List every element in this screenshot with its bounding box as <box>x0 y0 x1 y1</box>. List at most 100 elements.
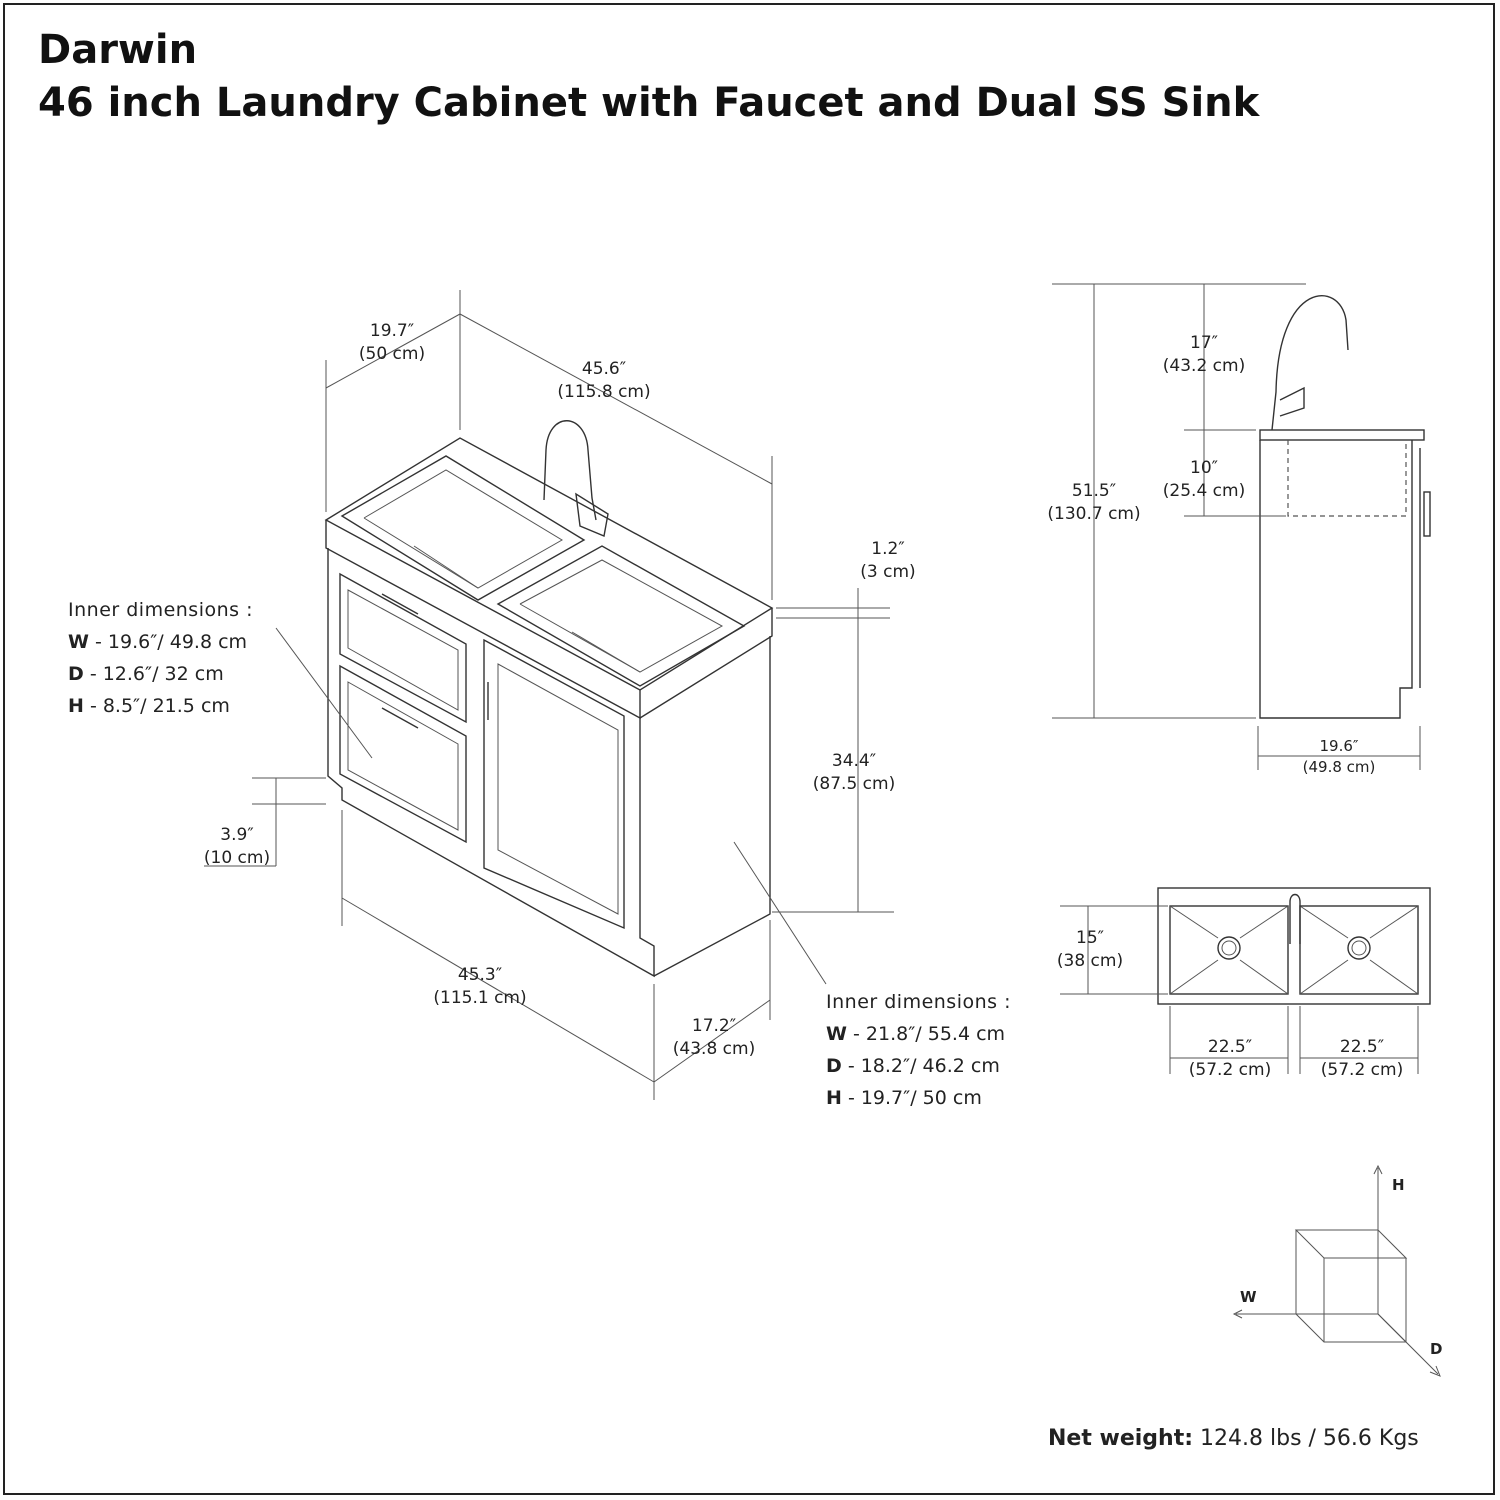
axis-w-label: W <box>1240 1288 1257 1306</box>
iso-dimension-lines <box>204 290 894 1100</box>
dim-depth-top-cm: (50 cm) <box>359 344 425 364</box>
dim-cabinet-height-cm: (87.5 cm) <box>813 774 895 794</box>
dim-basin-right-in: 22.5″ <box>1340 1037 1384 1057</box>
dim-toe-kick-cm: (10 cm) <box>204 848 270 868</box>
axis-h-label: H <box>1392 1176 1405 1194</box>
countertop-side <box>639 608 773 719</box>
drawer-bottom-panel <box>347 681 459 831</box>
left-basin-rim <box>340 455 586 601</box>
dim-sink-depth-cm: (25.4 cm) <box>1163 481 1245 501</box>
dim-countertop-in: 1.2″ <box>871 539 904 559</box>
cabinet-inner-h-val: - 19.7″/ 50 cm <box>841 1087 982 1109</box>
top-faucet <box>1289 893 1301 944</box>
dim-basin-left-cm: (57.2 cm) <box>1189 1060 1271 1080</box>
net-weight: Net weight: 124.8 lbs / 56.6 Kgs <box>1048 1426 1419 1451</box>
dim-toe-kick-in: 3.9″ <box>220 825 253 845</box>
dim-cabinet-height-in: 34.4″ <box>832 751 876 771</box>
cabinet-door-panel <box>497 663 619 915</box>
cabinet-inner-depth: D - 18.2″/ 46.2 cm <box>826 1050 1011 1082</box>
cabinet-side-outline <box>653 636 771 977</box>
dim-basin-fb-in: 15″ <box>1076 928 1104 948</box>
dim-total-height-in: 51.5″ <box>1072 481 1116 501</box>
page-frame <box>3 3 1495 1495</box>
side-view <box>1052 283 1431 770</box>
dim-basin-fb-cm: (38 cm) <box>1057 951 1123 971</box>
cabinet-inner-d-key: D <box>826 1055 842 1077</box>
dim-depth-top-in: 19.7″ <box>370 321 414 341</box>
drawer-top-handle <box>381 593 419 615</box>
drawer-inner-height: H - 8.5″/ 21.5 cm <box>68 690 253 722</box>
dim-side-depth-in: 19.6″ <box>1319 737 1358 755</box>
dim-basin-right-cm: (57.2 cm) <box>1321 1060 1403 1080</box>
cabinet-inner-height: H - 19.7″/ 50 cm <box>826 1082 1011 1114</box>
dim-depth-base-in: 17.2″ <box>692 1016 736 1036</box>
drawer-inner-d-val: - 12.6″/ 32 cm <box>83 663 224 685</box>
drawer-inner-h-val: - 8.5″/ 21.5 cm <box>83 695 230 717</box>
side-dimension-labels: 51.5″ (130.7 cm) 17″ (43.2 cm) 10″ (25.4… <box>1047 333 1375 776</box>
drawer-inner-w-val: - 19.6″/ 49.8 cm <box>88 631 248 653</box>
dim-width-top-cm: (115.8 cm) <box>557 382 650 402</box>
drawer-inner-depth: D - 12.6″/ 32 cm <box>68 658 253 690</box>
dim-sink-depth-in: 10″ <box>1190 458 1218 478</box>
dim-depth-base-cm: (43.8 cm) <box>673 1039 755 1059</box>
countertop-front <box>325 520 641 720</box>
drawer-inner-heading: Inner dimensions : <box>68 599 253 621</box>
right-basin-inner <box>519 559 724 673</box>
drawer-bottom-handle <box>381 707 419 729</box>
dim-faucet-height-cm: (43.2 cm) <box>1163 356 1245 376</box>
top-counter-outline <box>1157 887 1431 1005</box>
page-title: Darwin 46 inch Laundry Cabinet with Fauc… <box>38 26 1259 132</box>
cabinet-inner-heading: Inner dimensions : <box>826 991 1011 1013</box>
faucet-base <box>575 492 609 537</box>
axis-d-label: D <box>1430 1340 1442 1358</box>
cabinet-isometric <box>324 420 774 978</box>
drawer-inner-h-key: H <box>68 695 84 717</box>
side-faucet-lever <box>1279 386 1305 417</box>
side-basin-hidden <box>1287 440 1407 517</box>
drawer-top-panel <box>347 589 459 711</box>
dim-countertop-cm: (3 cm) <box>860 562 915 582</box>
side-faucet <box>1271 295 1349 431</box>
product-name: 46 inch Laundry Cabinet with Faucet and … <box>38 80 1260 126</box>
top-basin-left <box>1169 905 1289 995</box>
side-handle <box>1423 491 1431 537</box>
drawer-inner-d-key: D <box>68 663 84 685</box>
dim-total-height-cm: (130.7 cm) <box>1047 504 1140 524</box>
left-basin-inner <box>363 469 563 589</box>
net-weight-value: 124.8 lbs / 56.6 Kgs <box>1193 1426 1419 1451</box>
dim-side-depth-cm: (49.8 cm) <box>1303 758 1376 776</box>
dim-width-base-in: 45.3″ <box>458 965 502 985</box>
drawer-bottom <box>339 664 467 844</box>
side-countertop <box>1259 429 1425 441</box>
countertop-top <box>324 437 774 691</box>
cabinet-inner-width: W - 21.8″/ 55.4 cm <box>826 1018 1011 1050</box>
top-drain-left <box>1217 936 1241 960</box>
cabinet-inner-dimensions: Inner dimensions : W - 21.8″/ 55.4 cm D … <box>826 986 1011 1114</box>
drawer-inner-w-key: W <box>68 631 89 653</box>
axis-cube: H W D <box>1232 1164 1442 1377</box>
right-basin-rim <box>496 545 746 687</box>
drawer-inner-width: W - 19.6″/ 49.8 cm <box>68 626 253 658</box>
cabinet-front-outline <box>327 548 655 978</box>
top-view <box>1060 887 1431 1074</box>
cabinet-door <box>483 638 625 930</box>
iso-dimension-labels: 19.7″ (50 cm) 45.6″ (115.8 cm) 1.2″ (3 c… <box>204 321 916 1059</box>
top-drain-right <box>1347 936 1371 960</box>
cabinet-inner-w-key: W <box>826 1023 847 1045</box>
dim-width-top-in: 45.6″ <box>582 359 626 379</box>
top-basin-right <box>1299 905 1419 995</box>
dim-faucet-height-in: 17″ <box>1190 333 1218 353</box>
dim-basin-left-in: 22.5″ <box>1208 1037 1252 1057</box>
drawer-top <box>339 572 467 724</box>
cabinet-inner-d-val: - 18.2″/ 46.2 cm <box>841 1055 1000 1077</box>
net-weight-label: Net weight: <box>1048 1426 1194 1451</box>
left-basin-floor <box>413 545 479 589</box>
drawer-inner-dimensions: Inner dimensions : W - 19.6″/ 49.8 cm D … <box>68 594 253 722</box>
cabinet-inner-h-key: H <box>826 1087 842 1109</box>
dim-width-base-cm: (115.1 cm) <box>433 988 526 1008</box>
right-basin-floor <box>571 631 641 673</box>
cabinet-inner-w-val: - 21.8″/ 55.4 cm <box>846 1023 1006 1045</box>
side-cabinet <box>1259 440 1413 719</box>
axis-d-line <box>1377 1313 1439 1375</box>
